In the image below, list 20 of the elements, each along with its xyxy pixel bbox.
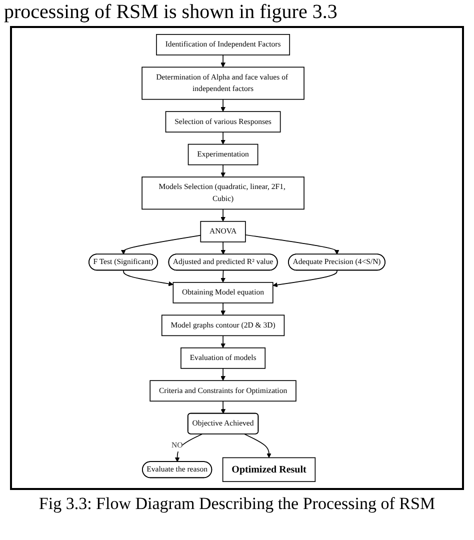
arrow — [220, 302, 226, 316]
arrow — [220, 54, 226, 68]
intro-text: processing of RSM is shown in figure 3.3 — [4, 0, 338, 24]
arrow — [220, 368, 226, 381]
arrow — [220, 98, 226, 112]
node-box: Optimized Result — [222, 457, 316, 482]
arrow — [220, 242, 226, 255]
arrow — [220, 132, 226, 144]
arrow — [220, 208, 226, 222]
arrow — [220, 270, 226, 283]
arrow — [272, 270, 338, 288]
arrow — [220, 335, 226, 348]
figure-caption: Fig 3.3: Flow Diagram Describing the Processing of RSM — [38, 494, 436, 514]
arrow — [245, 234, 340, 255]
arrow — [220, 164, 226, 178]
arrow — [244, 434, 272, 458]
arrow — [220, 400, 226, 414]
arrow — [120, 234, 202, 255]
arrow — [123, 270, 174, 286]
arrow — [174, 434, 202, 462]
